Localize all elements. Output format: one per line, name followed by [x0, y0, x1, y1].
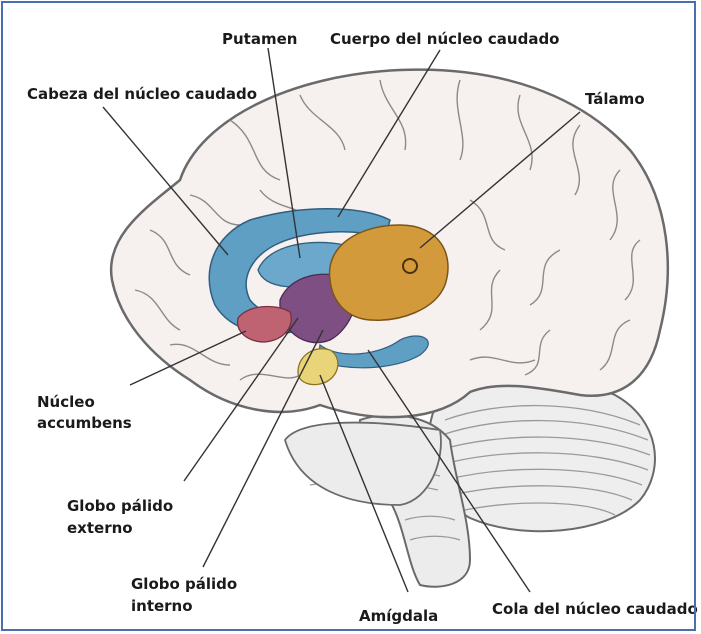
- label-accumbens-line1: Núcleo: [37, 392, 95, 413]
- pons: [285, 423, 441, 505]
- label-putamen: Putamen: [222, 29, 297, 50]
- label-amigdala: Amígdala: [359, 606, 438, 627]
- label-globo-interno-line2: interno: [131, 596, 193, 617]
- label-talamo: Tálamo: [585, 89, 645, 110]
- label-globo-externo-line2: externo: [67, 518, 133, 539]
- label-cuerpo-caudado: Cuerpo del núcleo caudado: [330, 29, 559, 50]
- label-cabeza-caudado: Cabeza del núcleo caudado: [27, 84, 257, 105]
- label-globo-interno-line1: Globo pálido: [131, 574, 237, 595]
- label-cola-caudado: Cola del núcleo caudado: [492, 599, 698, 620]
- label-globo-externo-line1: Globo pálido: [67, 496, 173, 517]
- label-accumbens-line2: accumbens: [37, 413, 132, 434]
